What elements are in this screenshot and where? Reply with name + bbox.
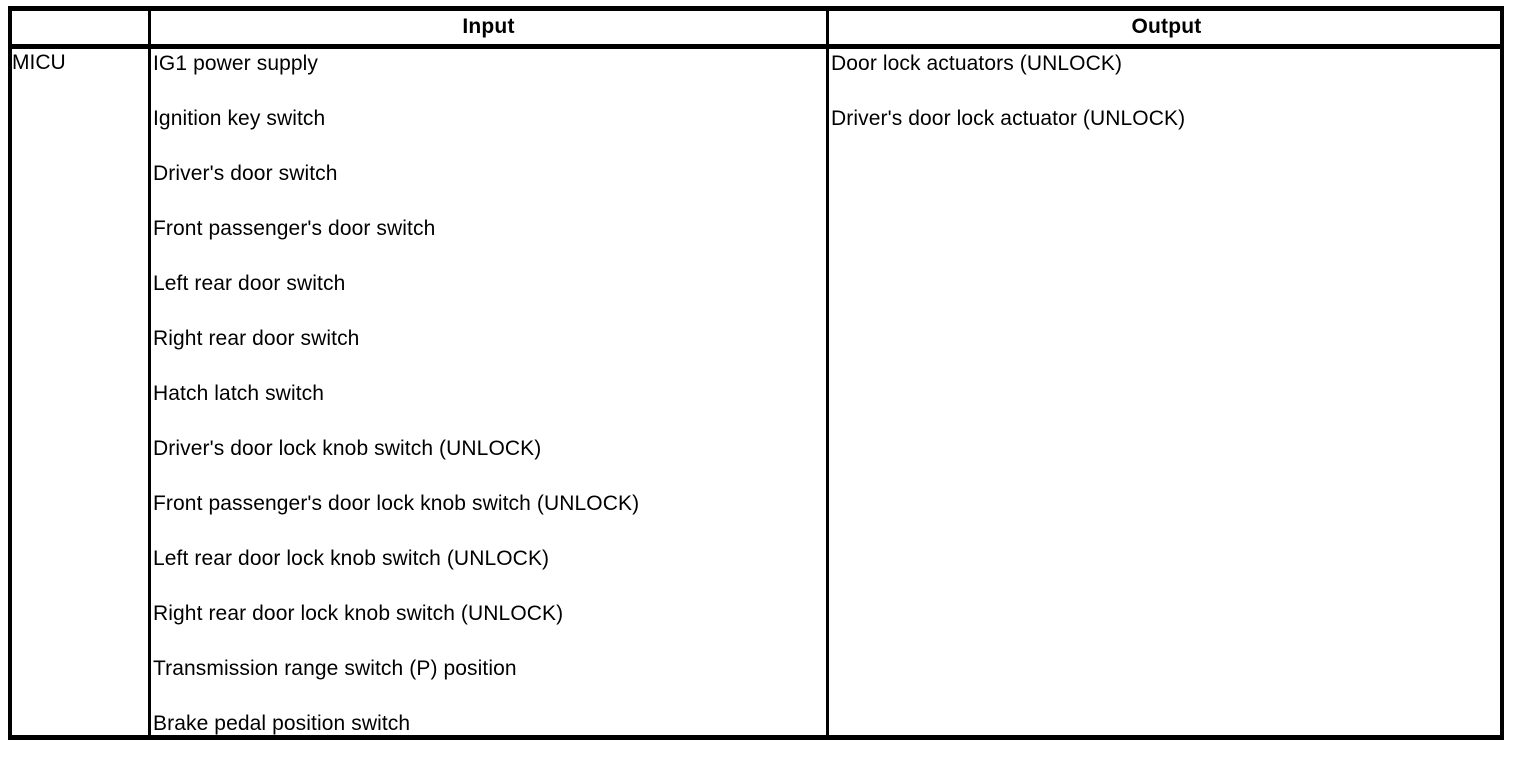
output-items-list: Door lock actuators (UNLOCK) Driver's do… (831, 49, 1499, 159)
list-item: Driver's door lock knob switch (UNLOCK) (153, 437, 542, 460)
list-item: Right rear door switch (153, 327, 360, 350)
list-item: Right rear door lock knob switch (UNLOCK… (153, 602, 564, 625)
list-item: Brake pedal position switch (153, 712, 411, 735)
column-header-input: Input (462, 15, 515, 38)
list-item: Left rear door lock knob switch (UNLOCK) (153, 547, 550, 570)
list-item: Hatch latch switch (153, 382, 325, 405)
table-header-row: Input Output (0, 10, 1520, 44)
row-label-micu: MICU (12, 51, 66, 74)
list-item: IG1 power supply (153, 52, 319, 75)
column-divider-label-input (148, 6, 151, 740)
header-separator-rule (8, 44, 1504, 49)
column-divider-input-output (826, 6, 829, 740)
list-item: Ignition key switch (153, 107, 326, 130)
list-item: Left rear door switch (153, 272, 346, 295)
table-outer-border (8, 6, 1504, 740)
list-item: Door lock actuators (UNLOCK) (831, 52, 1123, 75)
list-item: Transmission range switch (P) position (153, 657, 517, 680)
list-item: Front passenger's door lock knob switch … (153, 492, 640, 515)
list-item: Driver's door lock actuator (UNLOCK) (831, 107, 1186, 130)
input-items-list: IG1 power supply Ignition key switch Dri… (153, 49, 821, 764)
list-item: Driver's door switch (153, 162, 338, 185)
column-header-output: Output (1131, 15, 1202, 38)
list-item: Front passenger's door switch (153, 217, 436, 240)
document-page: Input Output MICU IG1 power supply Ignit… (0, 6, 1520, 740)
